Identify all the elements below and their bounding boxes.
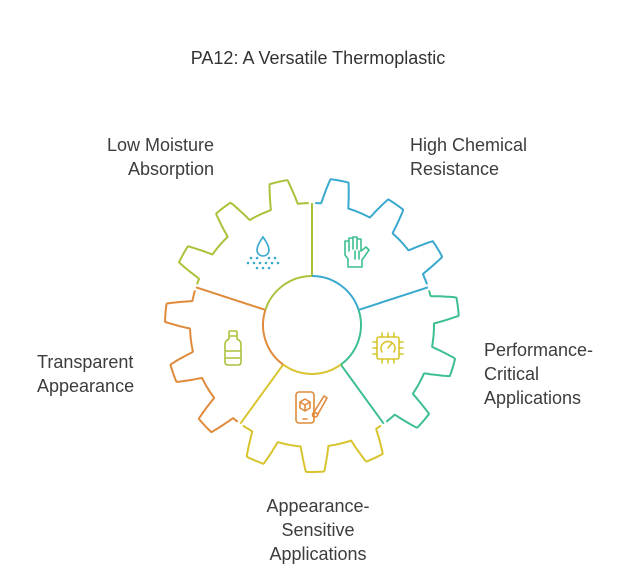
chip-gauge-icon xyxy=(372,332,404,364)
gear-segment-outline xyxy=(164,289,239,434)
water-drops-icon xyxy=(246,235,280,270)
diagram-title: PA12: A Versatile Thermoplastic xyxy=(190,48,446,68)
gear-hub-arc xyxy=(311,275,360,311)
label-appearance-sensitive-applications: Appearance- Sensitive Applications xyxy=(266,496,370,564)
label-transparent-appearance: Transparent Appearance xyxy=(37,352,135,396)
gear-segment-outline xyxy=(314,178,443,285)
gear-spoke xyxy=(195,286,266,311)
hand-shield-icon xyxy=(344,236,370,268)
gear-spoke xyxy=(358,286,429,311)
gear-hub-arc xyxy=(262,309,284,366)
gear-segment-outline xyxy=(385,289,460,429)
gear-segment-outline xyxy=(178,179,310,285)
label-performance-critical-applications: Performance- Critical Applications xyxy=(484,340,594,408)
label-high-chemical-resistance: High Chemical Resistance xyxy=(410,135,528,179)
label-low-moisture-absorption: Low Moisture Absorption xyxy=(106,135,214,179)
phone-paint-icon xyxy=(295,391,328,424)
gear-hub-arc xyxy=(282,363,342,375)
gear-segment-outline xyxy=(242,424,384,473)
gear-spoke xyxy=(239,364,285,425)
gear-hub-arc xyxy=(340,309,362,366)
gear-spoke xyxy=(339,364,385,425)
bottle-icon xyxy=(224,330,242,366)
gear-hub-arc xyxy=(264,275,313,311)
